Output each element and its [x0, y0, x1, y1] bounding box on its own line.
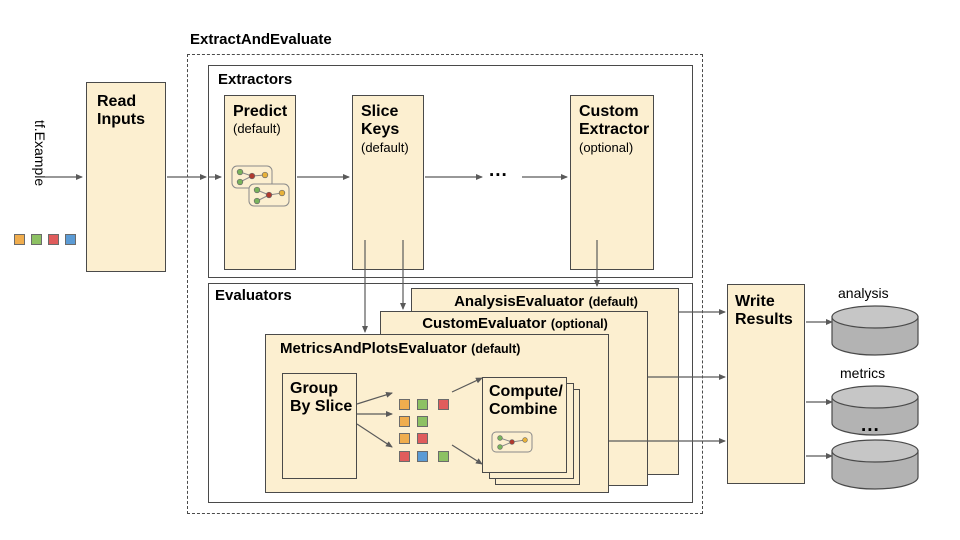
more-datastore-icon[interactable] — [830, 439, 920, 496]
slice-swatch — [399, 433, 410, 444]
input-swatch — [14, 234, 25, 245]
output-label-more: ... — [861, 415, 880, 436]
slice-swatch — [417, 433, 428, 444]
predict-title: Predict — [233, 103, 288, 120]
slice-swatch — [438, 399, 449, 410]
evaluators-label: Evaluators — [215, 287, 292, 304]
output-label-analysis: analysis — [838, 285, 889, 301]
custom-extractor-subtitle: (optional) — [579, 140, 634, 155]
slice-swatch — [438, 451, 449, 462]
slice-swatch — [417, 416, 428, 427]
slice-keys-subtitle: (default) — [361, 140, 409, 155]
metrics-datastore-icon[interactable] — [830, 385, 920, 442]
read-inputs-label: Read Inputs — [97, 93, 145, 128]
analysis-evaluator-subtitle: (default) — [588, 295, 638, 309]
extractor-node-predict[interactable]: Predict (default) — [224, 95, 296, 270]
evaluators-container — [208, 283, 693, 503]
custom-evaluator-header: CustomEvaluator (optional) — [381, 315, 649, 333]
metrics-evaluator-header: MetricsAndPlotsEvaluator (default) — [280, 340, 520, 358]
group-by-slice-node[interactable]: Group By Slice — [282, 373, 357, 479]
predict-subtitle: (default) — [233, 121, 281, 136]
extractor-node-custom-extractor[interactable]: Custom Extractor (optional) — [570, 95, 654, 270]
metrics-evaluator-subtitle: (default) — [471, 342, 521, 356]
evaluator-metrics-and-plots-evaluator[interactable]: MetricsAndPlotsEvaluator (default) Group… — [265, 334, 609, 493]
extractors-container — [208, 65, 693, 278]
write-results-label: Write Results — [735, 293, 793, 328]
analysis-datastore-icon[interactable] — [830, 305, 920, 362]
group-by-slice-label: Group By Slice — [290, 380, 353, 415]
analysis-evaluator-title: AnalysisEvaluator — [454, 293, 585, 310]
read-inputs-node[interactable]: Read Inputs — [86, 82, 166, 272]
compute-combine-node[interactable]: Compute/ Combine — [482, 377, 567, 473]
custom-evaluator-title: CustomEvaluator — [422, 315, 547, 332]
slice-swatch — [399, 399, 410, 410]
extract-and-evaluate-label: ExtractAndEvaluate — [190, 31, 332, 48]
write-results-node[interactable]: Write Results — [727, 284, 805, 484]
custom-evaluator-subtitle: (optional) — [550, 317, 608, 331]
custom-extractor-title: Custom Extractor — [579, 103, 650, 138]
extract-and-evaluate-container — [187, 54, 703, 514]
output-label-metrics: metrics — [840, 365, 886, 381]
slice-swatch — [399, 416, 410, 427]
input-swatch — [65, 234, 76, 245]
input-swatch — [48, 234, 59, 245]
slice-swatch — [417, 451, 428, 462]
analysis-evaluator-header: AnalysisEvaluator (default) — [412, 293, 680, 311]
slice-swatch — [417, 399, 428, 410]
extractors-label: Extractors — [218, 71, 293, 88]
extractor-node-slice-keys[interactable]: Slice Keys (default) — [352, 95, 424, 270]
extractors-ellipsis: ... — [489, 160, 508, 181]
input-stream-label: tf.Example — [32, 120, 48, 187]
slice-keys-title: Slice Keys — [361, 103, 400, 138]
input-swatch — [31, 234, 42, 245]
slice-swatch — [399, 451, 410, 462]
compute-combine-label: Compute/ Combine — [489, 383, 563, 418]
metrics-evaluator-title: MetricsAndPlotsEvaluator — [280, 340, 467, 357]
